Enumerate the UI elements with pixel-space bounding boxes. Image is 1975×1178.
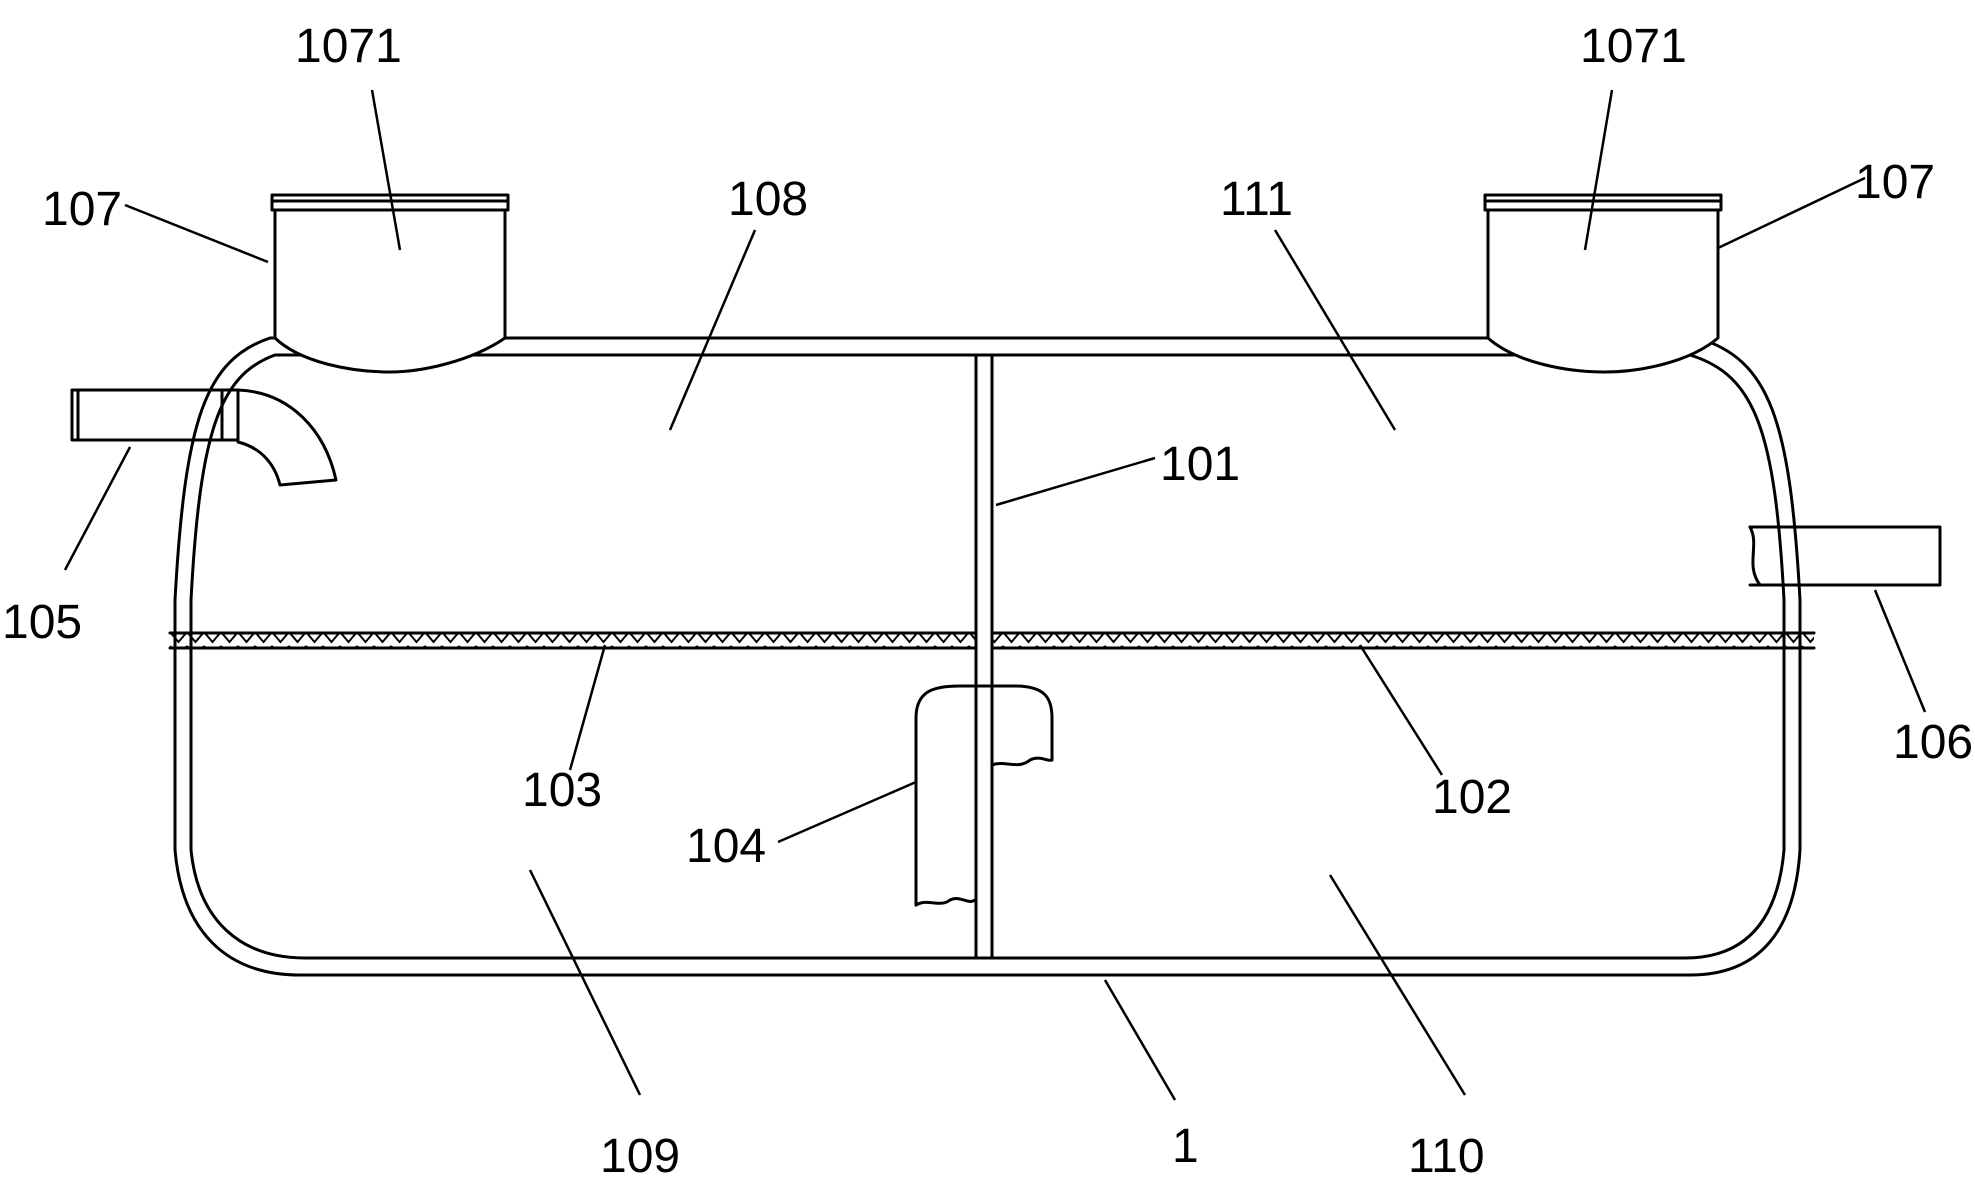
label-107-right: 107: [1855, 156, 1935, 209]
label-110: 110: [1408, 1130, 1485, 1178]
label-102: 102: [1432, 771, 1512, 824]
manhole-right: [1483, 193, 1723, 374]
label-108: 108: [728, 173, 808, 226]
label-105: 105: [2, 596, 82, 649]
connecting-pipe-104: [914, 684, 1054, 907]
outlet-pipe-106: [1748, 525, 1942, 587]
label-1071-right: 1071: [1580, 20, 1687, 73]
label-103: 103: [522, 764, 602, 817]
label-1: 1: [1172, 1120, 1199, 1173]
filter-plate-103: [168, 631, 978, 650]
label-104: 104: [686, 820, 766, 873]
manhole-left: [270, 193, 510, 374]
tank-body: [173, 336, 1802, 977]
label-1071-left: 1071: [295, 20, 402, 73]
filter-plate-102: [990, 631, 1816, 650]
leader-lines: [63, 89, 1927, 1101]
label-106: 106: [1893, 716, 1973, 769]
labels: 1071 1071 107 107 108 111 101 105 106 10…: [2, 20, 1973, 1178]
inlet-pipe-105: [70, 388, 338, 487]
label-109: 109: [600, 1130, 680, 1178]
label-111: 111: [1220, 173, 1293, 226]
partition-101: [974, 353, 994, 960]
label-107-left: 107: [42, 183, 122, 236]
label-101: 101: [1160, 438, 1240, 491]
